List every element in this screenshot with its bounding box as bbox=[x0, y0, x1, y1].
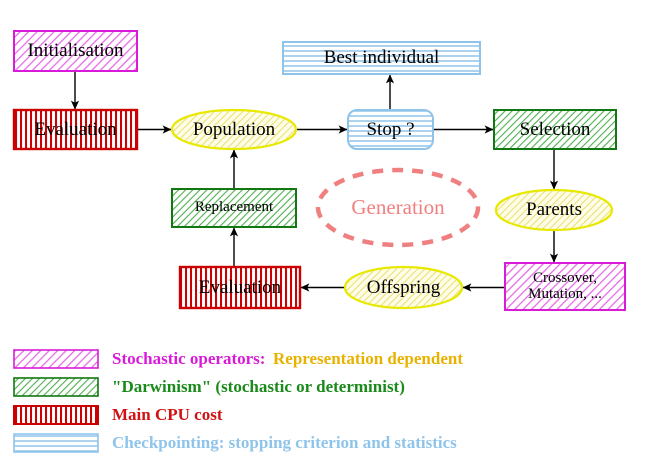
node-crossover-shape[interactable] bbox=[504, 262, 626, 311]
node-generation-shape bbox=[315, 167, 481, 248]
node-initialisation-shape[interactable] bbox=[13, 30, 138, 72]
legend-label-representation-dependent: Representation dependent bbox=[273, 349, 463, 368]
node-best-individual-shape[interactable] bbox=[282, 41, 481, 75]
node-evaluation-top-shape[interactable] bbox=[12, 108, 139, 151]
legend-swatch-stochastic-operators bbox=[13, 349, 99, 369]
node-replacement-shape[interactable] bbox=[171, 188, 297, 228]
node-stop-shape[interactable] bbox=[347, 109, 434, 150]
node-population-shape[interactable] bbox=[170, 108, 298, 151]
node-evaluation-bottom-shape[interactable] bbox=[178, 265, 302, 310]
legend-swatch-checkpointing bbox=[13, 433, 99, 453]
legend-label-stochastic-operators: Stochastic operators: bbox=[112, 349, 266, 368]
node-selection-shape[interactable] bbox=[493, 109, 617, 150]
legend-swatch-main-cpu-cost bbox=[13, 405, 99, 425]
legend-label-main-cpu-cost: Main CPU cost bbox=[112, 405, 223, 424]
node-offspring-shape[interactable] bbox=[343, 265, 464, 310]
legend-label-checkpointing: Checkpointing: stopping criterion and st… bbox=[112, 433, 457, 452]
legend-label-darwinism: "Darwinism" (stochastic or determinist) bbox=[112, 377, 405, 396]
legend-swatch-darwinism bbox=[13, 377, 99, 397]
node-parents-shape[interactable] bbox=[494, 188, 614, 232]
